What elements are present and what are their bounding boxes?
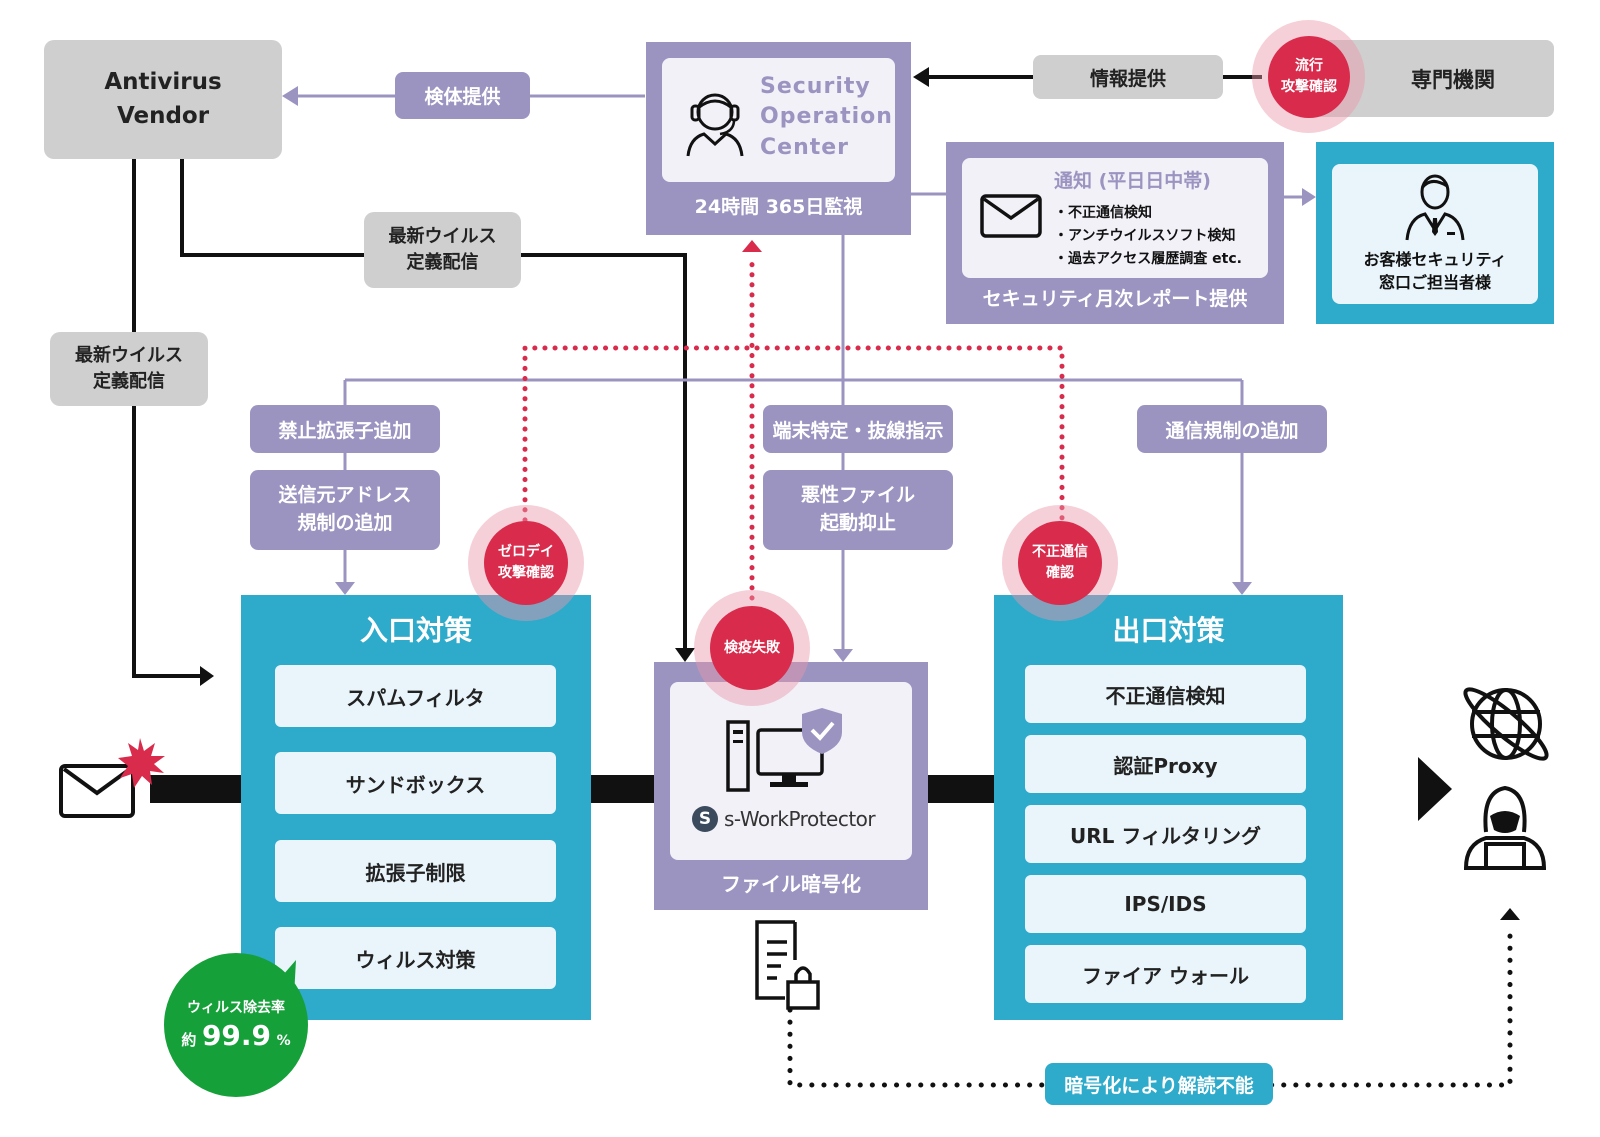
entrance-panel: 入口対策 スパムフィルタ サンドボックス 拡張子制限 ウィルス対策 — [241, 595, 591, 1020]
virus-def-arrowhead-1 — [200, 666, 214, 686]
encrypted-file-icon — [755, 920, 820, 1010]
customer-panel: お客様セキュリティ 窓口ご担当者様 — [1316, 142, 1554, 324]
alert-arrowhead — [742, 240, 762, 252]
virus-def-delivery-label-2: 最新ウイルス 定義配信 — [364, 212, 521, 288]
report-item: ・アンチウイルスソフト検知 — [1054, 228, 1236, 245]
sample-provision-label: 検体提供 — [395, 72, 530, 119]
report-panel: 通知 (平日日中帯) ・不正通信検知 ・アンチウイルスソフト検知 ・過去アクセス… — [946, 142, 1284, 324]
report-caption: セキュリティ月次レポート提供 — [982, 288, 1248, 310]
exit-title: 出口対策 — [1112, 614, 1225, 647]
customer-arrowhead — [1302, 188, 1316, 206]
terminal-isolation-label: 端末特定・抜線指示 — [763, 405, 953, 453]
info-arrowhead — [913, 67, 929, 87]
mail-icon — [980, 194, 1042, 238]
business-person-icon — [1405, 174, 1465, 241]
removal-rate-unit: % — [276, 1033, 291, 1049]
removal-rate-label: ウィルス除去率 — [187, 1000, 285, 1016]
info-provision-label: 情報提供 — [1033, 55, 1223, 99]
burst-icon — [118, 738, 165, 788]
endpoint-card: S s-WorkProtector — [670, 682, 912, 860]
exit-item: IPS/IDS — [1025, 875, 1306, 933]
exit-panel: 出口対策 不正通信検知 認証Proxy URL フィルタリング IPS/IDS … — [994, 595, 1343, 1020]
product-name: s-WorkProtector — [724, 807, 876, 831]
entrance-title: 入口対策 — [359, 614, 472, 647]
zero-day-badge: ゼロデイ 攻撃確認 — [484, 521, 568, 605]
product-logo: S s-WorkProtector — [692, 806, 876, 832]
illegal-comm-badge: 不正通信 確認 — [1018, 521, 1102, 605]
endpoint-panel: S s-WorkProtector ファイル暗号化 — [654, 662, 928, 910]
exit-item: ファイア ウォール — [1025, 945, 1306, 1003]
report-card: 通知 (平日日中帯) ・不正通信検知 ・アンチウイルスソフト検知 ・過去アクセス… — [962, 158, 1268, 278]
internet-globe-icon — [1463, 687, 1549, 761]
exit-item: 認証Proxy — [1025, 735, 1306, 793]
hacker-icon — [1463, 785, 1547, 870]
report-items: ・不正通信検知 ・アンチウイルスソフト検知 ・過去アクセス履歴調査 etc. — [1054, 202, 1242, 271]
virus-def-arrowhead-2 — [675, 648, 695, 662]
comm-restriction-label: 通信規制の追加 — [1137, 405, 1327, 453]
entrance-item: ウィルス対策 — [275, 927, 556, 989]
virus-def-delivery-label-1: 最新ウイルス 定義配信 — [50, 332, 208, 406]
sample-arrowhead — [282, 86, 298, 106]
report-item: ・不正通信検知 — [1054, 205, 1152, 221]
entrance-item: サンドボックス — [275, 752, 556, 814]
soc-card: Security Operation Center — [662, 58, 895, 182]
main-flow-arrowhead — [1418, 757, 1452, 821]
headset-operator-icon — [686, 93, 744, 157]
sender-restriction-label: 送信元アドレス 規制の追加 — [250, 470, 440, 550]
quarantine-fail-badge: 検疫失敗 — [710, 606, 794, 690]
endpoint-caption: ファイル暗号化 — [721, 872, 861, 896]
exit-item: URL フィルタリング — [1025, 805, 1306, 863]
entrance-item: 拡張子制限 — [275, 840, 556, 902]
soc-panel: Security Operation Center 24時間 365日監視 — [646, 42, 911, 235]
report-title: 通知 (平日日中帯) — [1054, 170, 1211, 192]
removal-rate-prefix: 約 — [181, 1031, 197, 1049]
removal-rate-value: 99.9 — [201, 1019, 272, 1052]
entrance-item: スパムフィルタ — [275, 665, 556, 727]
removal-rate-bubble: ウィルス除去率 約 99.9 % — [164, 953, 308, 1097]
exit-item: 不正通信検知 — [1025, 665, 1306, 723]
block-extension-label: 禁止拡張子追加 — [250, 405, 440, 453]
soc-caption: 24時間 365日監視 — [694, 196, 863, 218]
customer-label: お客様セキュリティ 窓口ご担当者様 — [1363, 250, 1507, 293]
soc-title: Security Operation Center — [760, 74, 893, 160]
antivirus-vendor-box: Antivirus Vendor — [44, 40, 282, 159]
computer-shield-icon — [726, 708, 842, 792]
malicious-mail-icon — [59, 738, 165, 818]
customer-card: お客様セキュリティ 窓口ご担当者様 — [1332, 164, 1538, 304]
encrypted-note-label: 暗号化により解読不能 — [1045, 1063, 1273, 1105]
trend-attack-badge: 流行 攻撃確認 — [1268, 36, 1350, 118]
malware-suppression-label: 悪性ファイル 起動抑止 — [763, 470, 953, 550]
s-logo-icon: S — [692, 806, 718, 832]
report-item: ・過去アクセス履歴調査 etc. — [1054, 251, 1242, 268]
expert-org-box: 専門機関 — [1312, 40, 1554, 117]
